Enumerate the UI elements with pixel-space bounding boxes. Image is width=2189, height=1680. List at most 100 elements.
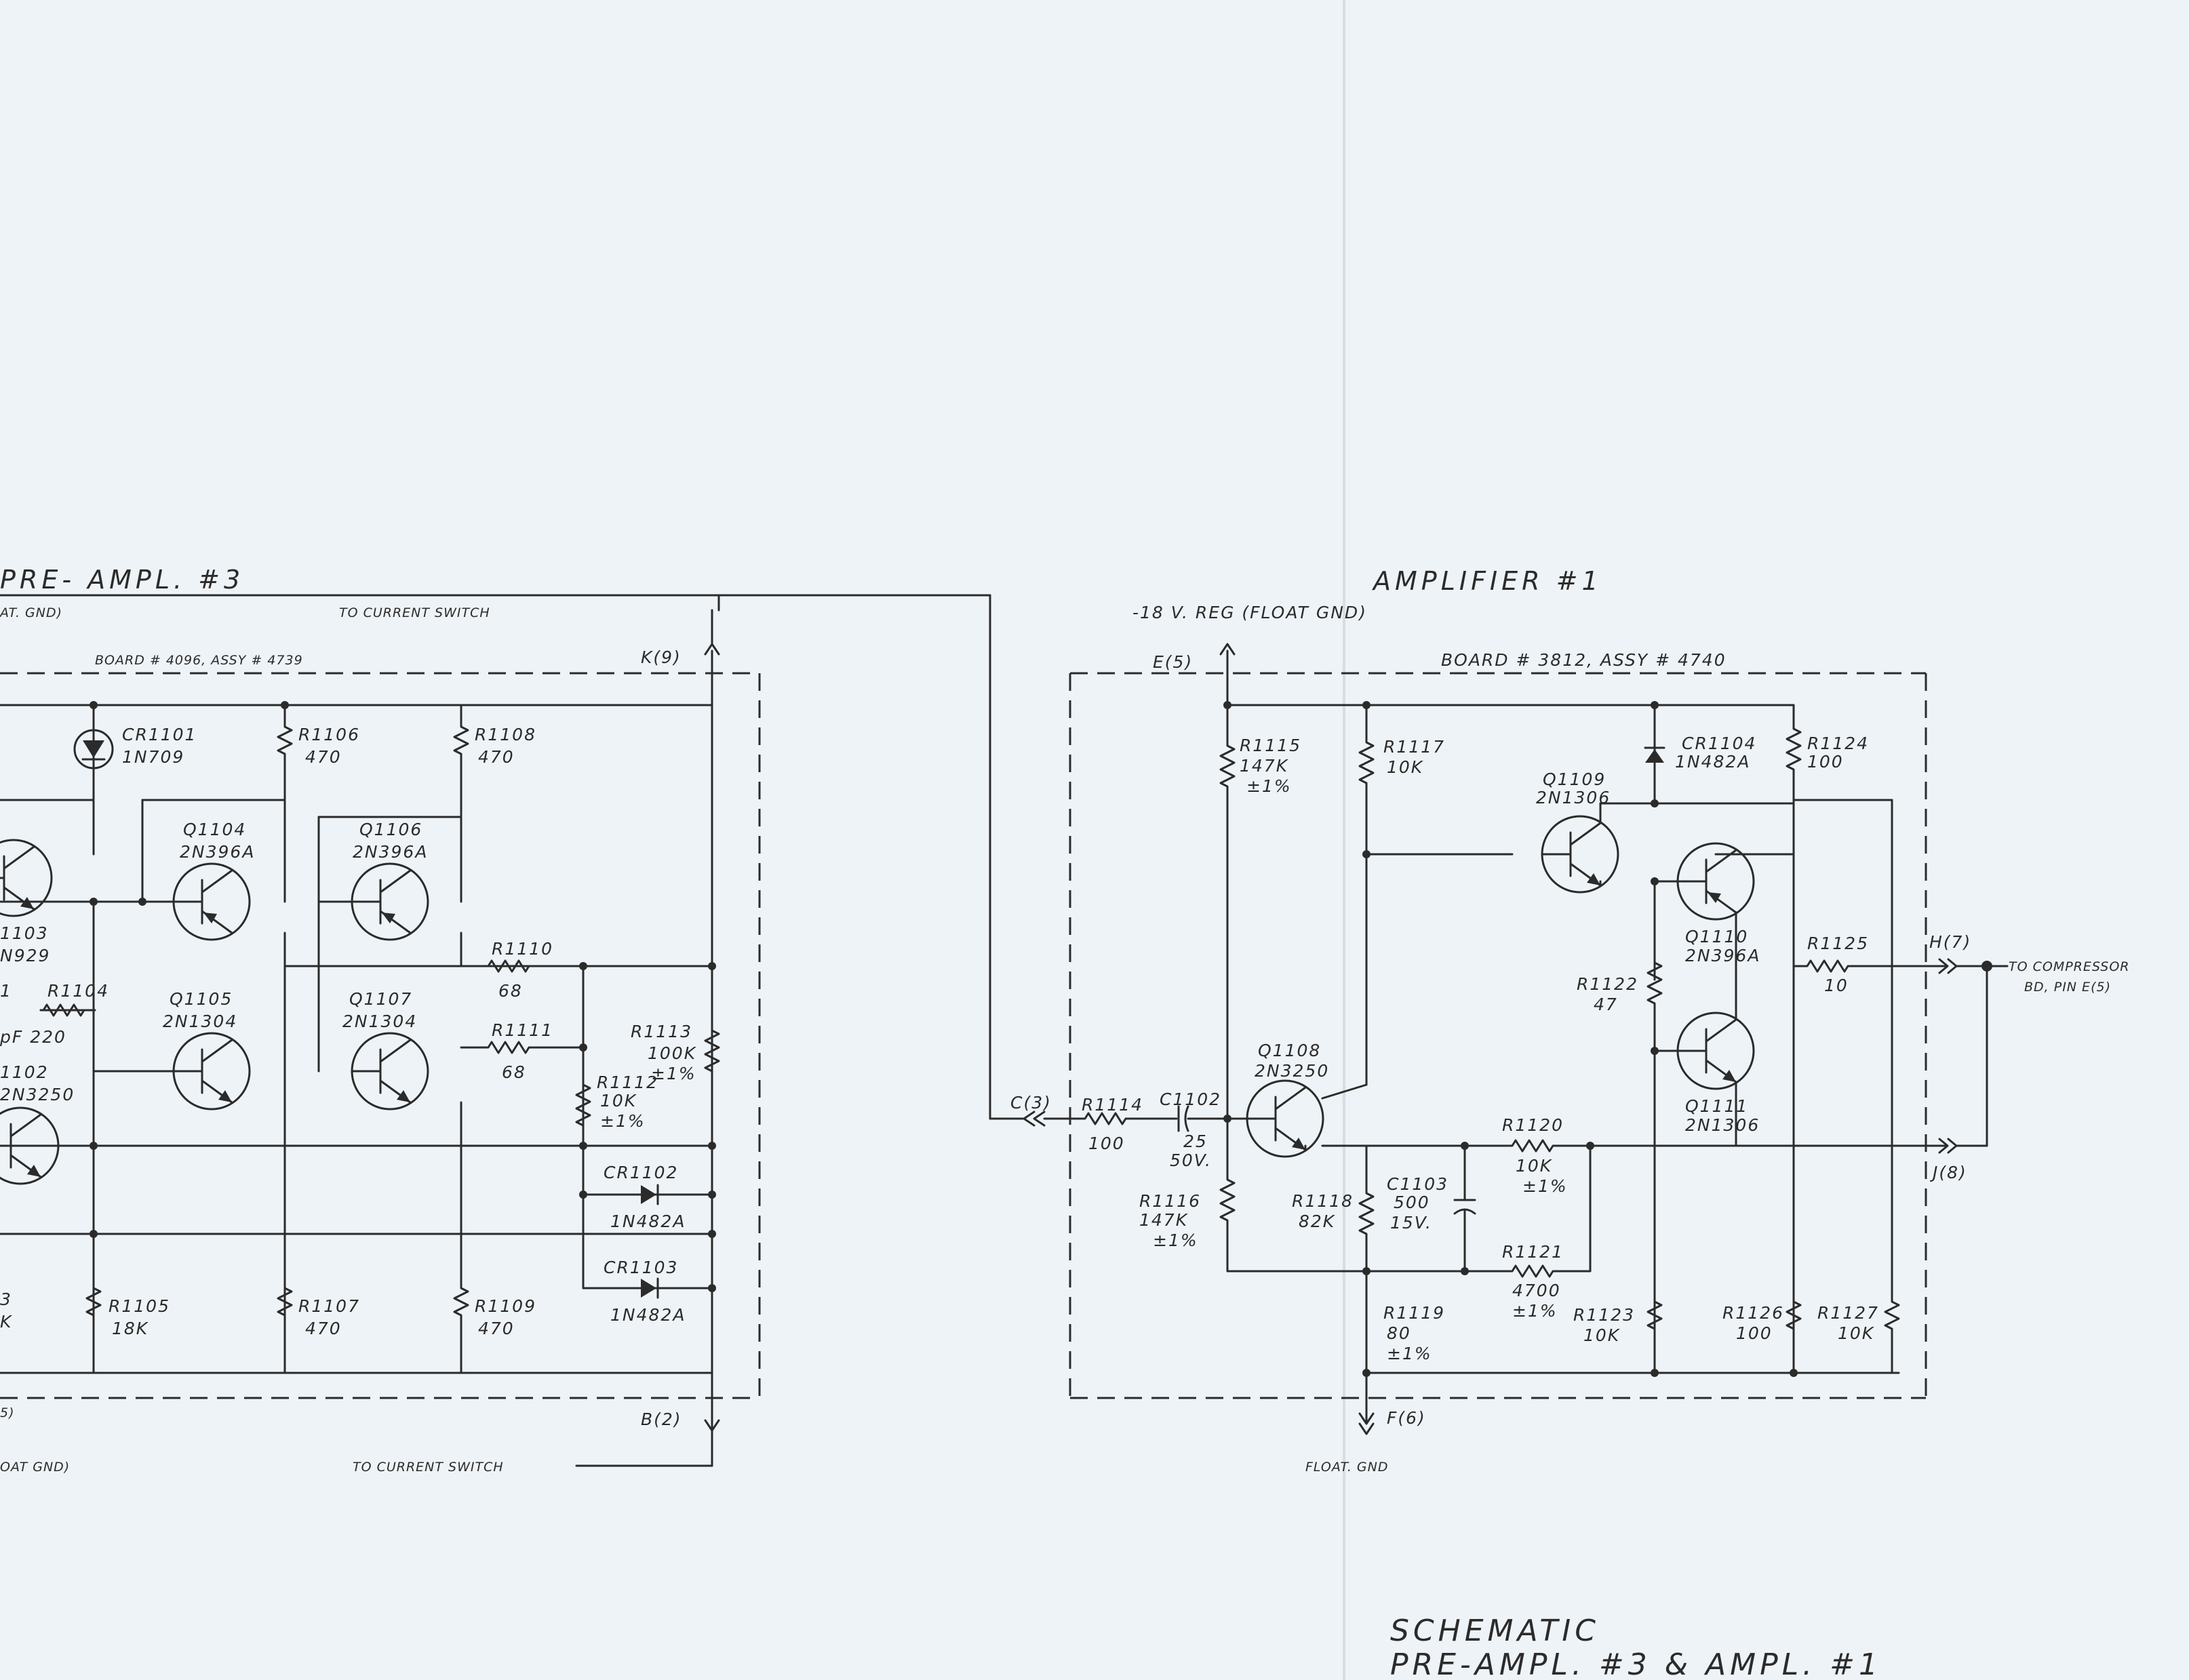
r1126-value: 100 [1736, 1323, 1773, 1343]
r1113-ref: R1113 [631, 1022, 692, 1041]
connector-f6: F(6) [1387, 1408, 1426, 1428]
r1105-ref: R1105 [109, 1296, 170, 1316]
connector-k9: K(9) [641, 647, 682, 667]
r1109-ref: R1109 [475, 1296, 536, 1316]
r1115-value: 147K [1240, 756, 1289, 776]
r1110-ref: R1110 [492, 939, 553, 959]
cr1101-ref: CR1101 [122, 725, 197, 744]
title-block: SCHEMATIC PRE-AMPL. #3 & AMPL. #1 [1390, 1614, 1882, 1680]
r1115-ref: R1115 [1240, 736, 1301, 755]
r1109-value: 470 [478, 1319, 515, 1338]
c1103-voltage: 15V. [1390, 1213, 1432, 1233]
r1118-ref: R1118 [1292, 1191, 1354, 1211]
r1112-tolerance: ±1% [600, 1111, 646, 1131]
connector-h7: H(7) [1929, 932, 1971, 952]
cr1103-value: 1N482A [610, 1305, 686, 1325]
q1104-value: 2N396A [180, 842, 255, 862]
r1106-ref: R1106 [298, 725, 360, 744]
amplifier-ground: FLOAT. GND [1305, 1460, 1389, 1475]
amplifier-title: AMPLIFIER #1 [1371, 566, 1602, 596]
r1119-ref: R1119 [1383, 1303, 1445, 1323]
q1111-ref: Q1111 [1685, 1096, 1748, 1116]
r1107-ref: R1107 [298, 1296, 360, 1316]
amplifier-board-label: BOARD # 3812, ASSY # 4740 [1441, 650, 1727, 670]
preamp-bottom-fragment: 5) [0, 1405, 15, 1420]
cr1101-value: 1N709 [122, 747, 184, 767]
to-current-switch-bottom: TO CURRENT SWITCH [353, 1460, 504, 1475]
r1119-tolerance: ±1% [1387, 1344, 1432, 1363]
q1106-ref: Q1106 [359, 820, 422, 839]
title-line1: SCHEMATIC [1390, 1614, 1600, 1648]
r1125-value: 10 [1824, 976, 1849, 995]
r1114-ref: R1114 [1082, 1095, 1143, 1115]
r1112-ref: R1112 [597, 1073, 658, 1092]
amplifier-section [1043, 643, 2009, 1435]
preamp-labels: PRE- AMPL. #3 AT. GND) BOARD # 4096, ASS… [0, 565, 697, 1475]
q1102-value: 2N3250 [0, 1085, 75, 1104]
preamp-title: PRE- AMPL. #3 [0, 565, 244, 595]
r1113-value: 100K [648, 1043, 697, 1063]
r1117-value: 10K [1387, 757, 1424, 777]
q1103-ref: 1103 [0, 923, 49, 943]
preamp-section [0, 594, 991, 1467]
r1104-prefix: 1 [0, 981, 12, 1001]
r1127-ref: R1127 [1817, 1303, 1879, 1323]
connector-e5: E(5) [1153, 652, 1193, 672]
q1106-value: 2N396A [353, 842, 428, 862]
r1122-ref: R1122 [1577, 974, 1638, 994]
q1109-ref: Q1109 [1543, 769, 1606, 789]
r1116-value: 147K [1139, 1210, 1189, 1230]
r1121-tolerance: ±1% [1512, 1301, 1558, 1321]
r1104-value: pF 220 [0, 1027, 66, 1047]
r1107-value: 470 [305, 1319, 342, 1338]
cr1102-ref: CR1102 [604, 1163, 678, 1182]
r1124-value: 100 [1807, 752, 1844, 772]
to-compressor-line2: BD, PIN E(5) [2024, 980, 2111, 995]
r1103-fragment-ref: 3 [0, 1289, 12, 1309]
q1108-value: 2N3250 [1255, 1061, 1329, 1081]
q1110-ref: Q1110 [1685, 927, 1748, 946]
q1109-value: 2N1306 [1536, 788, 1611, 807]
r1121-ref: R1121 [1502, 1242, 1564, 1262]
r1127-value: 10K [1838, 1323, 1875, 1343]
q1110-value: 2N396A [1685, 946, 1760, 965]
r1113-tolerance: ±1% [651, 1064, 696, 1083]
q1107-ref: Q1107 [349, 989, 412, 1009]
r1123-value: 10K [1583, 1325, 1621, 1345]
c1103-value: 500 [1394, 1193, 1430, 1212]
r1120-tolerance: ±1% [1522, 1176, 1568, 1196]
r1117-ref: R1117 [1383, 737, 1445, 757]
preamp-supply: AT. GND) [0, 605, 62, 620]
r1126-ref: R1126 [1722, 1303, 1784, 1323]
q1108-ref: Q1108 [1258, 1041, 1321, 1060]
r1122-value: 47 [1594, 995, 1618, 1014]
r1121-value: 4700 [1512, 1281, 1561, 1300]
r1104-ref: R1104 [47, 981, 109, 1001]
r1123-ref: R1123 [1573, 1305, 1635, 1325]
q1103-value: N929 [0, 946, 50, 965]
r1108-ref: R1108 [475, 725, 536, 744]
r1110-value: 68 [498, 981, 523, 1001]
r1120-ref: R1120 [1502, 1115, 1564, 1135]
r1118-value: 82K [1299, 1212, 1336, 1231]
r1116-ref: R1116 [1139, 1191, 1201, 1211]
cr1104-value: 1N482A [1675, 752, 1750, 772]
cr1103-ref: CR1103 [604, 1258, 678, 1277]
r1112-value: 10K [600, 1091, 637, 1111]
cr1104-ref: CR1104 [1682, 734, 1756, 753]
amplifier-supply: -18 V. REG (FLOAT GND) [1132, 603, 1367, 622]
connector-c3: C(3) [1010, 1093, 1052, 1113]
r1115-tolerance: ±1% [1246, 776, 1292, 796]
to-compressor-line1: TO COMPRESSOR [2009, 959, 2129, 974]
r1114-value: 100 [1088, 1134, 1125, 1153]
c1102-ref: C1102 [1160, 1089, 1221, 1109]
cr1102-value: 1N482A [610, 1212, 686, 1231]
c1102-value: 25 [1183, 1132, 1208, 1151]
title-line2: PRE-AMPL. #3 & AMPL. #1 [1390, 1647, 1882, 1680]
preamp-board-label: BOARD # 4096, ASSY # 4739 [95, 653, 303, 668]
r1124-ref: R1124 [1807, 734, 1869, 753]
r1106-value: 470 [305, 747, 342, 767]
r1111-ref: R1111 [492, 1020, 553, 1040]
